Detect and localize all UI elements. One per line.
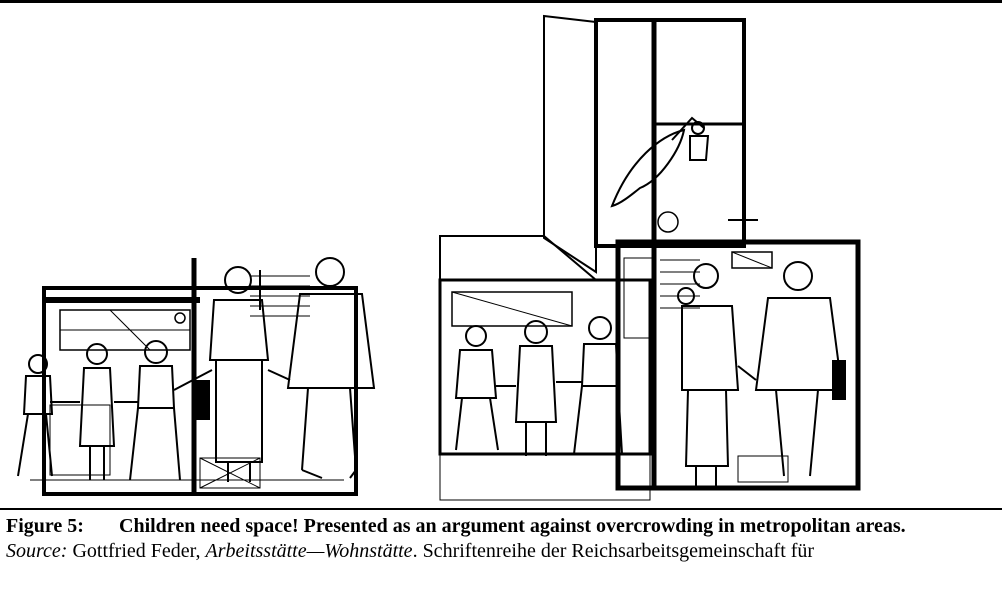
source-author: Gottfried Feder,: [67, 540, 206, 562]
figure-label: Figure 5:: [6, 515, 84, 537]
source-rest: . Schriftenreihe der Reichsarbeitsgemein…: [412, 540, 815, 562]
top-rule: [0, 0, 1002, 3]
figure-title-row: Figure 5: Children need space! Presented…: [6, 514, 1002, 539]
left-family-figures: [17, 257, 376, 482]
figure-caption: Figure 5: Children need space! Presented…: [6, 514, 1002, 564]
caption-rule: [0, 508, 1002, 510]
stork-drawing: [610, 116, 710, 208]
small-apartment-drawing: [30, 258, 358, 496]
right-family-figures: [454, 261, 844, 486]
source-line: Source: Gottfried Feder, Arbeitsstätte—W…: [6, 539, 1002, 564]
source-label: Source:: [6, 540, 68, 562]
figure-title: Children need space! Presented as an arg…: [119, 515, 906, 537]
illustration: [17, 14, 861, 501]
source-title: Arbeitsstätte—Wohnstätte: [205, 540, 413, 562]
large-house-drawing: [438, 14, 861, 501]
